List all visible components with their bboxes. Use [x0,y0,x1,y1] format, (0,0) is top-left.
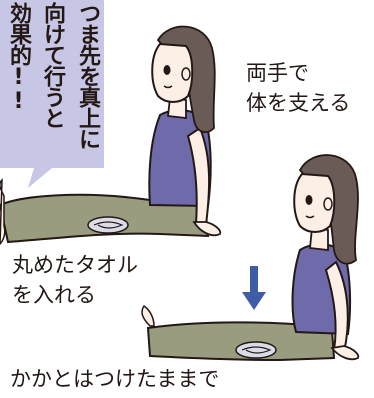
figure-bottom [141,154,360,362]
towel-label: 丸めたタオル を入れる [12,250,138,310]
towel-line-2: を入れる [12,283,96,307]
rolled-towel-icon [235,341,277,359]
hand-bottom [330,345,360,361]
face-bottom [293,172,336,233]
rolled-towel-icon [87,216,129,234]
bubble-shape [0,0,104,188]
down-arrow-icon [242,266,266,310]
towel-line-1: 丸めたタオル [12,253,138,277]
callout-bubble: つま先を真上に 向けて行うと 効果的!! [0,0,104,188]
callout-line-3: 効果的!! [6,2,31,113]
figure-top [0,25,222,246]
heel-label: かかとはつけたままで [10,367,220,391]
face-top [151,42,194,103]
support-hands-line-2: 体を支える [246,91,351,115]
hand-top [192,221,222,237]
callout-line-1: つま先を真上に [75,2,100,149]
callout-line-2: 向けて行うと [40,2,65,128]
support-hands-line-1: 両手で [246,61,309,85]
support-hands-label: 両手で 体を支える [246,58,350,118]
